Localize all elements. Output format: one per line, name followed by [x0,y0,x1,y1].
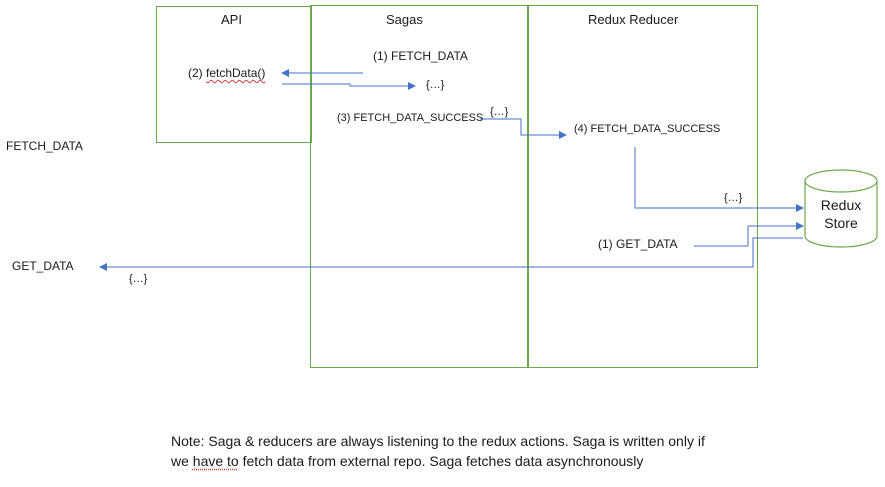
payload-reducer: {…} [724,192,743,204]
arrow-get-to-store [694,222,804,247]
footnote-line2-post: fetch data from external repo. Saga fetc… [238,453,644,469]
footnote-line1: Note: Saga & reducers are always listeni… [171,433,705,449]
redux-store-cylinder [804,169,878,248]
redux-store-label: Redux Store [805,196,877,232]
outside-fetch-data-label: FETCH_DATA [6,139,83,153]
step-reducer-success-label: (4) FETCH_DATA_SUCCESS [574,123,721,135]
step-fetchdata-prefix: (2) [188,66,206,80]
reducer-column [527,5,758,368]
redux-store-line1: Redux [820,197,862,213]
payload-api-response: {…} [426,79,445,91]
payload-get-response: {…} [129,273,148,285]
payload-saga: {…} [490,106,509,118]
footnote-line2-pre: we [171,453,193,469]
step-saga-success-label: (3) FETCH_DATA_SUCCESS [337,112,484,124]
arrow-reducer-to-store [634,147,804,212]
step-get-data-label: (1) GET_DATA [598,237,678,251]
outside-get-data-label: GET_DATA [12,259,74,273]
arrow-store-to-outside [99,237,803,271]
api-column-title: API [221,12,242,27]
sagas-column-title: Sagas [386,12,423,27]
step-fetchdata-fn: fetchData() [206,66,266,80]
footnote-line2: we have to fetch data from external repo… [171,451,811,471]
footnote: Note: Saga & reducers are always listeni… [171,431,811,471]
api-column [156,6,312,143]
redux-store-line2: Store [824,215,858,231]
arrow-api-response [282,82,416,90]
step-fetchdata-call-label: (2) fetchData() [188,66,265,80]
sagas-column [310,5,529,368]
step-fetch-data-label: (1) FETCH_DATA [373,49,468,63]
reducer-column-title: Redux Reducer [588,12,679,27]
footnote-line2-marked: have to [192,453,239,469]
arrow-success-to-reducer [480,118,567,139]
